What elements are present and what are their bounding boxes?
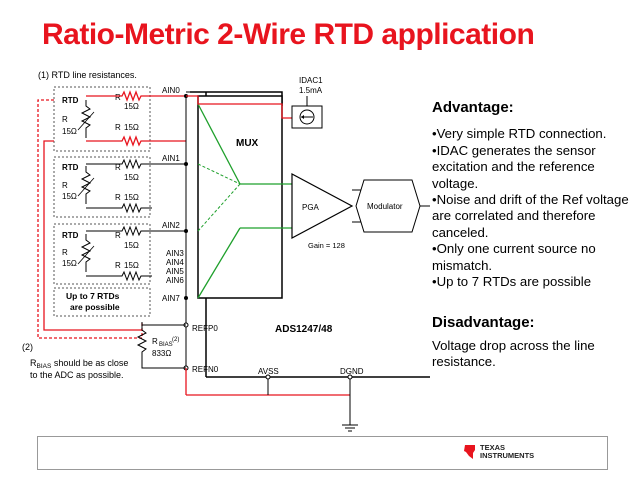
- rl-bot-1: R: [115, 123, 121, 132]
- rl-bot-2: R: [115, 193, 121, 202]
- modulator-label: Modulator: [367, 202, 403, 211]
- rtd-schematic-diagram: (1) RTD line resistances. RTD R 15Ω R 15…: [22, 70, 430, 432]
- rtd-label-2: RTD: [62, 163, 79, 172]
- mux-block: [197, 95, 283, 299]
- ain6-label: AIN6: [166, 276, 184, 285]
- rl-bot-val-1: 15Ω: [124, 123, 139, 132]
- ti-logo-line1: TEXAS: [480, 443, 506, 452]
- rbias-sup: (2): [172, 337, 179, 343]
- idac-label-2: 1.5mA: [299, 86, 323, 95]
- pga-gain: Gain = 128: [308, 241, 345, 250]
- up-to-line1: Up to 7 RTDs: [66, 291, 120, 301]
- rtd-box-3: [53, 223, 151, 285]
- ti-logo-line2: INSTRUMENTS: [480, 451, 535, 460]
- advantage-item: •IDAC generates the sensor excitation an…: [432, 142, 596, 191]
- advantage-section: Advantage: •Very simple RTD connection. …: [432, 99, 632, 290]
- advantage-item: •Only one current source no mismatch.: [432, 241, 596, 273]
- rl-top-val-2: 15Ω: [124, 173, 139, 182]
- pga-block: [291, 173, 354, 239]
- rl-top-val-3: 15Ω: [124, 241, 139, 250]
- mux-label: MUX: [236, 138, 259, 149]
- note-2-marker: (2): [22, 342, 33, 352]
- rl-bot-val-2: 15Ω: [124, 193, 139, 202]
- ti-logo-icon: [464, 445, 475, 459]
- modulator-block: [355, 179, 421, 233]
- advantage-heading: Advantage:: [432, 99, 514, 116]
- ain4-label: AIN4: [166, 258, 184, 267]
- note-2-line2: to the ADC as possible.: [30, 370, 124, 380]
- rl-bot-3: R: [115, 261, 121, 270]
- advantage-list: •Very simple RTD connection. •IDAC gener…: [432, 126, 632, 290]
- idac-label-1: IDAC1: [299, 76, 323, 85]
- r15-label-3: 15Ω: [62, 259, 77, 268]
- ain7-label: AIN7: [162, 294, 180, 303]
- advantage-item: •Very simple RTD connection.: [432, 126, 607, 142]
- note-1: (1) RTD line resistances.: [38, 70, 137, 80]
- rl-top-2: R: [115, 163, 121, 172]
- refp0-label: REFP0: [192, 324, 218, 333]
- rl-top-val-1: 15Ω: [124, 102, 139, 111]
- ain5-label: AIN5: [166, 267, 184, 276]
- rtd-box-1: [53, 86, 151, 152]
- rl-label-3: R: [62, 248, 68, 257]
- dgnd-label: DGND: [340, 367, 364, 376]
- rl-label-2: R: [62, 181, 68, 190]
- note-2-line1: RBIAS should be as close: [30, 358, 128, 370]
- ain2-label: AIN2: [162, 221, 180, 230]
- rtd-label-1: RTD: [62, 96, 79, 105]
- advantage-item: •Noise and drift of the Ref voltage are …: [432, 192, 629, 240]
- avss-label: AVSS: [258, 367, 279, 376]
- rbias-label: R: [152, 337, 158, 346]
- up-to-7-box: [53, 287, 151, 317]
- advantage-item: •Up to 7 RTDs are possible: [432, 274, 592, 290]
- rtd-box-2: [53, 156, 151, 218]
- r15-label-1: 15Ω: [62, 127, 77, 136]
- rtd-label-3: RTD: [62, 231, 79, 240]
- rl-bot-val-3: 15Ω: [124, 261, 139, 270]
- rl-label-1: R: [62, 115, 68, 124]
- pga-label: PGA: [302, 203, 320, 212]
- r15-label-2: 15Ω: [62, 192, 77, 201]
- rl-top-3: R: [115, 231, 121, 240]
- footer-bar: [37, 436, 608, 470]
- ain3-label: AIN3: [166, 249, 184, 258]
- disadvantage-text: Voltage drop across the line resistance.: [432, 338, 595, 370]
- page-title: Ratio-Metric 2-Wire RTD application: [42, 18, 535, 51]
- rbias-sub: BIAS: [159, 342, 173, 348]
- up-to-line2: are possible: [70, 302, 120, 312]
- part-number: ADS1247/48: [275, 324, 333, 335]
- ain1-label: AIN1: [162, 154, 180, 163]
- disadvantage-heading: Disadvantage:: [432, 314, 535, 331]
- ain0-label: AIN0: [162, 86, 180, 95]
- ti-logo: TEXAS INSTRUMENTS: [463, 444, 534, 460]
- rl-top-1: R: [115, 93, 121, 102]
- rbias-value: 833Ω: [152, 349, 171, 358]
